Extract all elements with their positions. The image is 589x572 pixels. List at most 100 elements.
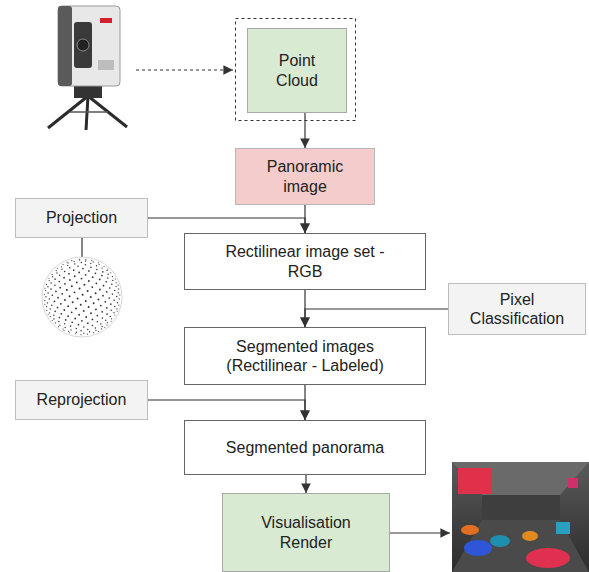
sphere-dot [87,290,89,292]
sphere-dot [69,332,70,333]
sphere-dot [115,286,116,287]
sphere-dot [87,334,88,335]
sphere-dot [90,312,92,314]
leader-line [81,238,82,257]
sphere-dot [45,296,46,297]
sphere-dot [81,320,83,322]
sphere-dot [114,306,115,307]
sphere-dot [67,315,69,317]
sphere-dot [106,313,108,315]
sphere-dot [115,278,116,279]
sphere-dot [113,312,114,313]
sphere-dot [71,260,72,261]
sphere-dot [64,299,66,301]
sphere-dot [59,287,61,289]
sphere-dot [64,271,66,273]
sphere-dot [79,259,80,260]
sphere-dot [52,320,53,321]
sphere-dot [77,265,79,267]
sphere-dot [59,275,61,277]
sphere-dot [44,294,45,295]
sphere-dot [111,283,113,285]
sphere-dot [106,291,108,293]
sphere-dot [107,268,108,269]
sphere-dot [117,311,118,312]
sphere-dot [54,278,56,280]
sphere-dot [70,325,72,327]
sphere-dot [69,267,71,269]
sphere-dot [76,332,77,333]
sphere-dot [71,311,73,313]
sphere-dot [67,265,68,266]
sphere-dot [100,323,101,324]
sphere-dot [44,304,45,305]
box-text: Segmented panorama [226,438,384,457]
sphere-dot [51,294,53,296]
sphere-dot [56,270,57,271]
sphere-dot [92,319,94,321]
box-text: Reprojection [37,390,127,409]
sphere-dot [46,284,47,285]
sphere-dot [90,266,92,268]
sphere-dot [71,321,73,323]
sphere-dot [85,274,87,276]
sphere-dot [61,268,62,269]
box-text: Panoramic image [254,157,356,195]
sphere-dot [54,301,56,303]
sphere-dot [112,276,113,277]
scanner-illustration [48,6,127,130]
sphere-dot [58,321,59,322]
sphere-dot [61,266,62,267]
sphere-dot [91,260,92,261]
sphere-dot [98,262,99,263]
sphere-dot [105,281,107,283]
sphere-dot [99,279,101,281]
sphere-dot [76,328,78,330]
sphere-dot [102,317,104,319]
sphere-dot [112,280,113,281]
sphere-dot [113,300,115,302]
sphere-dot [65,319,67,321]
sphere-dot [81,278,83,280]
sphere-dot [96,315,98,317]
sphere-dot [64,330,65,331]
sphere-dot [85,300,87,302]
dashed-frame [236,19,356,121]
sphere-dot [92,276,94,278]
sphere-dot [95,327,96,328]
sphere-dot [98,298,100,300]
sphere-dot [49,298,51,300]
sphere-dot [79,288,81,290]
sphere-dot [107,274,108,275]
sphere-dot [69,279,71,281]
sphere-dot [95,272,97,274]
sphere-dot [110,303,112,305]
sphere-dot [119,295,120,296]
sphere-dot [66,289,68,291]
sphere-dot [118,305,119,306]
flow-arrow [305,309,448,327]
sphere-dot [50,316,51,317]
sphere-dot [74,318,76,320]
sphere-dot [98,331,99,332]
sphere-dot [54,311,56,313]
sphere-dot [55,291,57,293]
sphere-dot [75,333,76,334]
operation-label-box: Projection [15,198,148,238]
sphere-dot [67,262,68,263]
sphere-dot [83,284,85,286]
sphere-dot [93,332,94,333]
sphere-dot [104,301,106,303]
sphere-dot [90,263,91,264]
sphere-dot [50,282,51,283]
process-box: Panoramic image [235,148,375,205]
sphere-dot [67,305,69,307]
sphere-dot [116,282,117,283]
box-text: Rectilinear image set - RGB [213,242,397,280]
sphere-dot [74,291,76,293]
data-box: Point Cloud [247,28,347,113]
sphere-dot [99,289,101,291]
sphere-dot [73,269,75,271]
sphere-dot [116,296,117,297]
sphere-dot [118,285,119,286]
